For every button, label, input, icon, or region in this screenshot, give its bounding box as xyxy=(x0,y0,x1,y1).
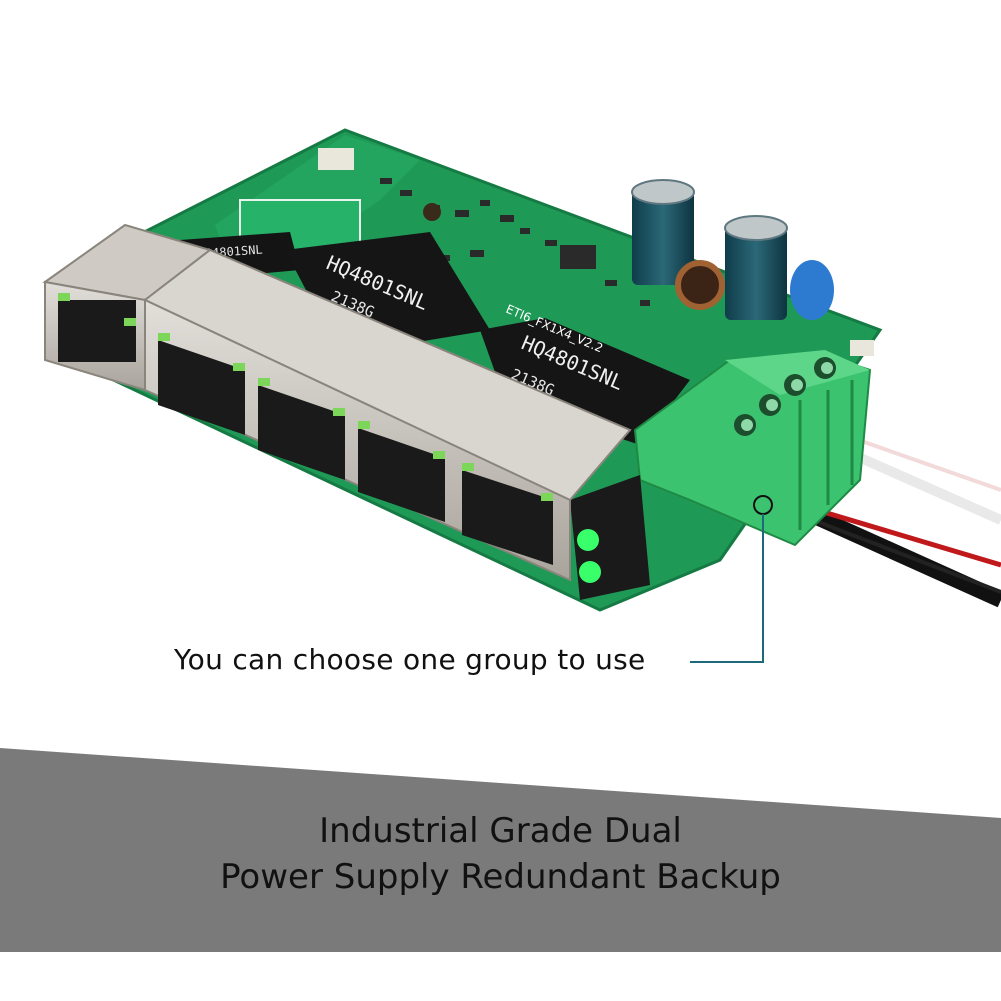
rj45-port-1 xyxy=(58,293,136,362)
banner-line-2: Power Supply Redundant Backup xyxy=(220,857,781,897)
callout-text: You can choose one group to use xyxy=(174,643,646,676)
capacitor-1 xyxy=(631,179,695,285)
terminal-block xyxy=(633,350,872,547)
banner-line-1: Industrial Grade Dual xyxy=(319,811,682,851)
inductor xyxy=(675,260,725,310)
rj45-port-5 xyxy=(462,463,553,565)
status-led-block xyxy=(570,475,650,600)
rj45-port-4 xyxy=(358,421,445,522)
product-photo: HQ4801SNL HQ4801SNL 2138G HQ4801SNL 2138… xyxy=(42,128,1001,663)
capacitor-2 xyxy=(724,215,788,320)
rj45-port-2 xyxy=(158,333,245,435)
callout-leader xyxy=(690,495,773,663)
rj45-port-3 xyxy=(258,378,345,480)
banner-background xyxy=(0,748,1001,952)
varistor xyxy=(790,260,834,320)
banner-heading: Industrial Grade Dual Power Supply Redun… xyxy=(0,808,1001,900)
